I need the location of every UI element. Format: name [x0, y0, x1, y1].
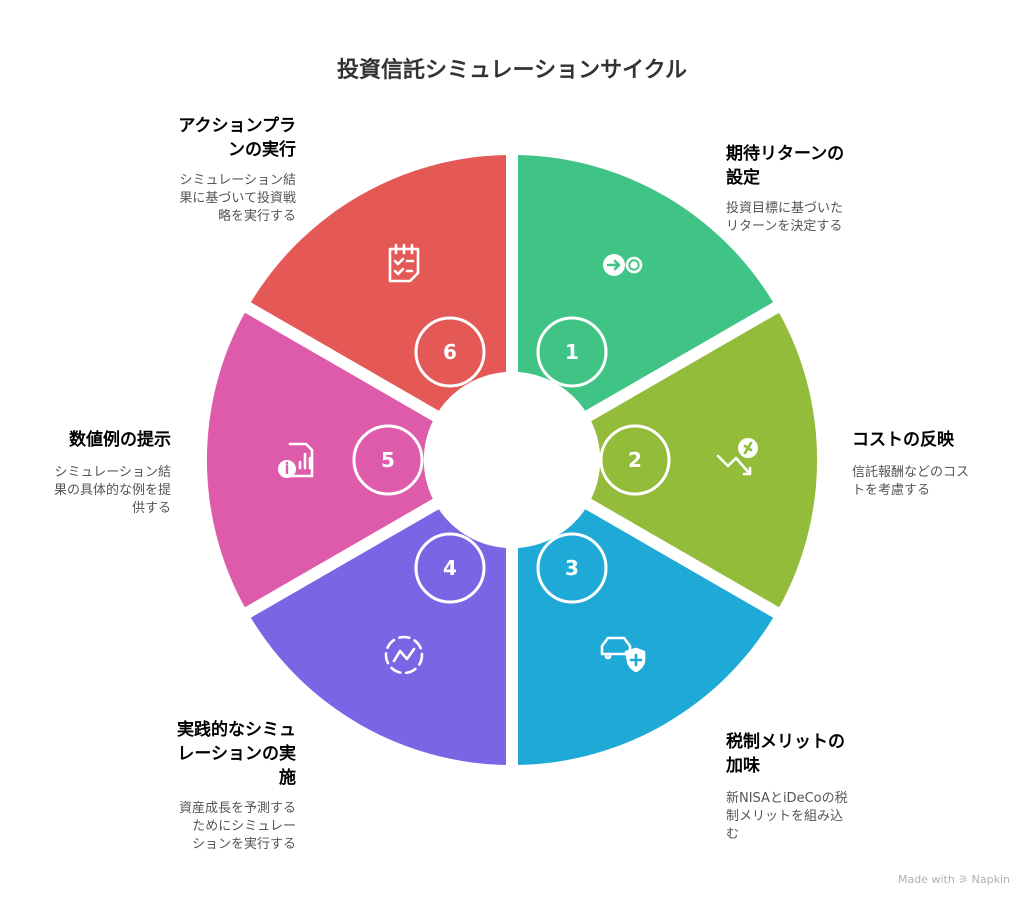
- step-1-description: 投資目標に基づいたリターンを決定する: [726, 201, 844, 234]
- step-2-number: 2: [628, 448, 642, 472]
- step-1-number: 1: [565, 340, 579, 364]
- step-3-number: 3: [565, 556, 579, 580]
- step-4-badge: [414, 532, 486, 604]
- step-3-title: 税制メリットの加味: [726, 732, 845, 776]
- step-1-title: 期待リターンの設定: [726, 144, 845, 188]
- step-5-segment: [206, 312, 433, 608]
- step-4-number: 4: [443, 556, 457, 580]
- target-arrow-icon: [603, 254, 643, 276]
- step-3-badge: [536, 532, 608, 604]
- step-2-segment: [591, 312, 818, 608]
- step-3-description: 新NISAとiDeCoの税制メリットを組み込む: [726, 791, 848, 842]
- step-6-number: 6: [443, 340, 457, 364]
- step-2-badge: [599, 424, 671, 496]
- cost-decline-icon: [716, 438, 758, 476]
- step-5-number: 5: [381, 448, 395, 472]
- step-4-description: 資産成長を予測するためにシミュレーションを実行する: [178, 801, 296, 852]
- step-6-badge: [414, 316, 486, 388]
- page-title: 投資信託シミュレーションサイクル: [336, 58, 688, 83]
- step-6-description: シミュレーション結果に基づいて投資戦略を実行する: [179, 173, 296, 224]
- step-2-description: 信託報酬などのコストを考慮する: [852, 465, 970, 498]
- step-6-title: アクションプランの実行: [178, 116, 296, 160]
- napkin-watermark: Made with ⚞ Napkin: [897, 873, 1010, 886]
- step-5-description: シミュレーション結果の具体的な例を提供する: [53, 465, 171, 516]
- checklist-icon: [388, 243, 420, 283]
- step-5-title: 数値例の提示: [69, 430, 171, 450]
- step-5-badge: [352, 424, 424, 496]
- car-shield-icon: [600, 636, 646, 673]
- step-2-title: コストの反映: [852, 430, 954, 450]
- trend-chart-icon: [384, 635, 424, 675]
- step-4-title: 実践的なシミュレーションの実施: [177, 720, 296, 788]
- step-1-badge: [536, 316, 608, 388]
- document-chart-info-icon: [278, 442, 314, 478]
